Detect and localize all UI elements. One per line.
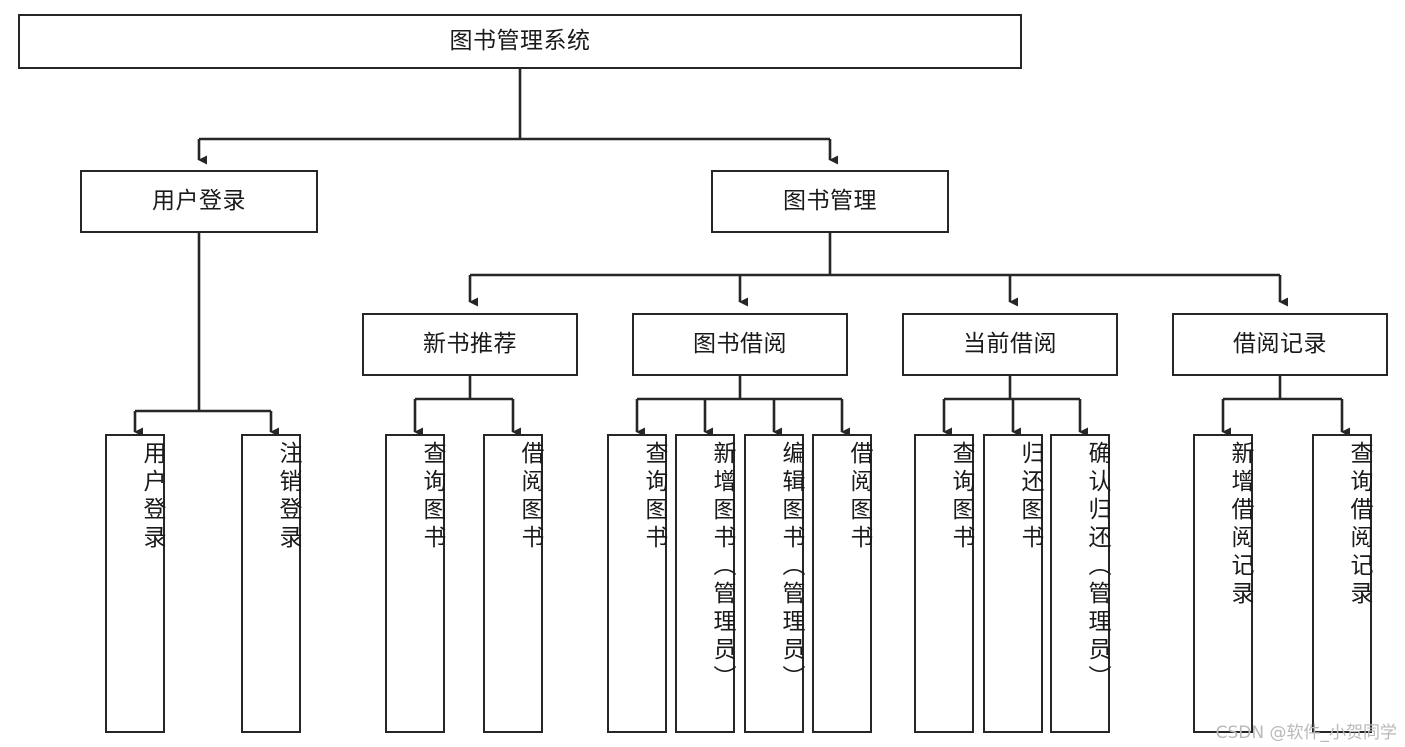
node-label: 图书管理 — [783, 187, 877, 214]
node-label: 查询图书 — [641, 441, 667, 553]
node-borrow-record[interactable]: 借阅记录 — [1172, 313, 1388, 376]
node-leaf-query-book-1[interactable]: 查询图书 — [385, 434, 445, 733]
node-leaf-user-login[interactable]: 用户登录 — [105, 434, 165, 733]
node-label: 新书推荐 — [423, 330, 517, 357]
node-leaf-return-book[interactable]: 归还图书 — [983, 434, 1043, 733]
node-label: 新增借阅记录 — [1227, 441, 1253, 609]
node-leaf-borrow-book-2[interactable]: 借阅图书 — [812, 434, 872, 733]
node-label: 借阅记录 — [1233, 330, 1327, 357]
node-leaf-borrow-book-1[interactable]: 借阅图书 — [483, 434, 543, 733]
node-user-login[interactable]: 用户登录 — [80, 170, 318, 233]
node-label: 查询图书 — [419, 441, 445, 553]
node-label: 注销登录 — [275, 441, 301, 553]
node-label: 查询图书 — [948, 441, 974, 553]
node-label: 当前借阅 — [963, 330, 1057, 357]
node-leaf-confirm-return[interactable]: 确认归还（管理员） — [1050, 434, 1110, 733]
node-label: 用户登录 — [152, 187, 246, 214]
node-leaf-logout-login[interactable]: 注销登录 — [241, 434, 301, 733]
watermark: CSDN @软件_小贺同学 — [1215, 723, 1397, 743]
node-label: 编辑图书（管理员） — [778, 441, 804, 693]
node-leaf-add-book[interactable]: 新增图书（管理员） — [675, 434, 735, 733]
node-leaf-edit-book[interactable]: 编辑图书（管理员） — [744, 434, 804, 733]
node-label: 归还图书 — [1017, 441, 1043, 553]
node-leaf-query-book-2[interactable]: 查询图书 — [607, 434, 667, 733]
node-label: 查询借阅记录 — [1346, 441, 1372, 609]
node-label: 确认归还（管理员） — [1084, 441, 1110, 693]
node-book-borrow[interactable]: 图书借阅 — [632, 313, 848, 376]
node-leaf-query-record[interactable]: 查询借阅记录 — [1312, 434, 1372, 733]
node-root-system[interactable]: 图书管理系统 — [18, 14, 1022, 69]
node-label: 借阅图书 — [846, 441, 872, 553]
node-label: 新增图书（管理员） — [709, 441, 735, 693]
node-label: 图书管理系统 — [449, 27, 591, 54]
node-leaf-query-book-3[interactable]: 查询图书 — [914, 434, 974, 733]
node-current-borrow[interactable]: 当前借阅 — [902, 313, 1118, 376]
node-leaf-add-record[interactable]: 新增借阅记录 — [1193, 434, 1253, 733]
node-label: 图书借阅 — [693, 330, 787, 357]
node-label: 用户登录 — [139, 441, 165, 553]
node-new-book-recommend[interactable]: 新书推荐 — [362, 313, 578, 376]
node-label: 借阅图书 — [517, 441, 543, 553]
node-book-manage[interactable]: 图书管理 — [711, 170, 949, 233]
